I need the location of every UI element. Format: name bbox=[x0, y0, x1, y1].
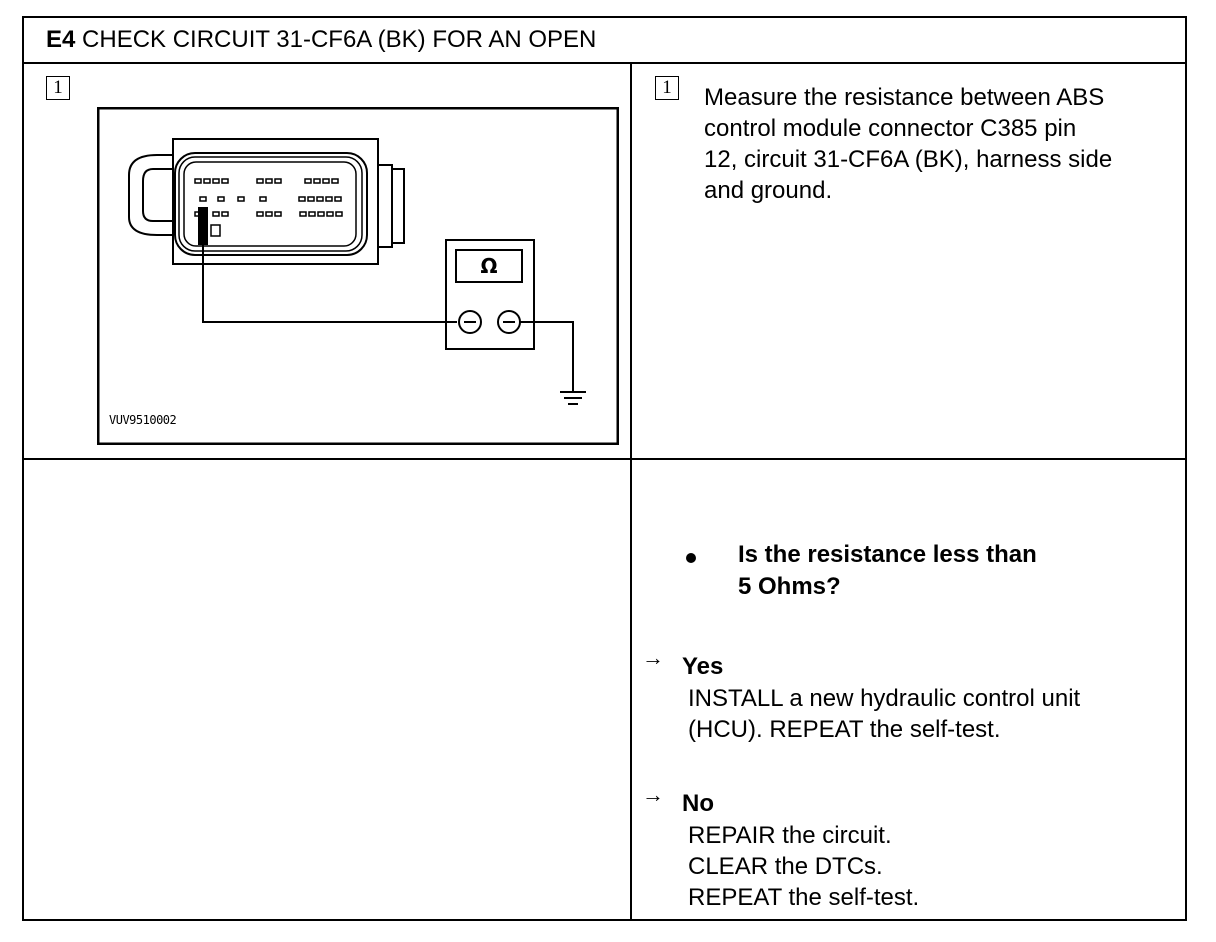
left-step-marker-number: 1 bbox=[53, 77, 63, 98]
connector-icon bbox=[128, 138, 405, 265]
instruction-line: Measure the resistance between ABS bbox=[704, 84, 1105, 111]
right-step-marker: 1 bbox=[655, 76, 679, 100]
no-label: No bbox=[682, 790, 714, 817]
measurement-instruction: Measure the resistance between ABS contr… bbox=[704, 82, 1174, 206]
column-divider bbox=[630, 62, 632, 921]
yes-action-line: (HCU). REPEAT the self-test. bbox=[688, 716, 1001, 743]
step-code: E4 bbox=[46, 26, 76, 53]
question-bullet bbox=[686, 553, 696, 563]
yes-arrow-icon: → bbox=[642, 645, 664, 670]
no-action-line: REPAIR the circuit. bbox=[688, 822, 892, 849]
yes-action: INSTALL a new hydraulic control unit (HC… bbox=[688, 683, 1080, 745]
ohmmeter-icon bbox=[445, 239, 535, 350]
question-line: 5 Ohms? bbox=[738, 573, 841, 600]
step-title-text: CHECK CIRCUIT 31-CF6A (BK) FOR AN OPEN bbox=[82, 26, 597, 53]
table-border-right bbox=[1185, 16, 1187, 921]
header-divider bbox=[22, 62, 1187, 64]
instruction-line: 12, circuit 31-CF6A (BK), harness side bbox=[704, 146, 1113, 173]
decision-question: Is the resistance less than 5 Ohms? bbox=[738, 539, 1158, 603]
no-action-line: REPEAT the self-test. bbox=[688, 884, 920, 911]
step-title: E4 CHECK CIRCUIT 31-CF6A (BK) FOR AN OPE… bbox=[46, 26, 596, 54]
ground-symbol-icon bbox=[560, 391, 586, 405]
figure-id-label: VUV9510002 bbox=[109, 413, 177, 427]
no-action: REPAIR the circuit. CLEAR the DTCs. REPE… bbox=[688, 820, 919, 913]
connector-ohmmeter-figure: Ω VUV9510002 bbox=[96, 106, 620, 446]
right-step-marker-number: 1 bbox=[662, 77, 672, 98]
left-step-marker: 1 bbox=[46, 76, 70, 100]
yes-action-line: INSTALL a new hydraulic control unit bbox=[688, 685, 1081, 712]
instruction-line: control module connector C385 pin bbox=[704, 115, 1077, 142]
table-border-bottom bbox=[22, 919, 1187, 921]
table-border-top bbox=[22, 16, 1187, 18]
yes-label: Yes bbox=[682, 653, 724, 680]
question-line: Is the resistance less than bbox=[738, 541, 1037, 568]
row-divider bbox=[22, 458, 1187, 460]
no-action-line: CLEAR the DTCs. bbox=[688, 853, 883, 880]
meter-ohm-symbol: Ω bbox=[480, 254, 498, 278]
table-border-left bbox=[22, 16, 24, 921]
instruction-line: and ground. bbox=[704, 177, 833, 204]
no-arrow-icon: → bbox=[642, 782, 664, 807]
